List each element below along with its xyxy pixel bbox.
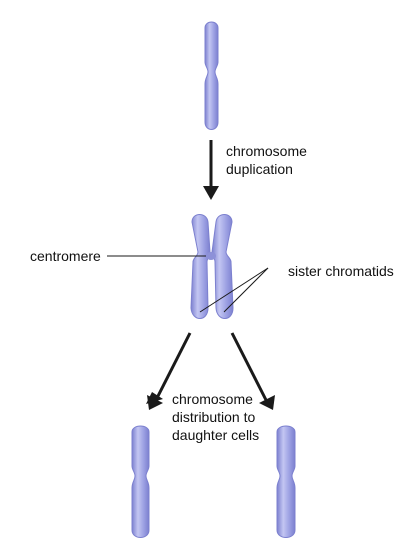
distribution-arrows	[146, 332, 275, 410]
single-chromosome-top	[204, 21, 219, 130]
chromatid-leader-right	[223, 267, 269, 313]
duplication-label: chromosome duplication	[226, 142, 307, 178]
duplication-arrow	[203, 140, 219, 200]
leader-lines	[107, 255, 269, 313]
daughter-chromosome-right	[276, 425, 296, 538]
duplication-label-line-2: duplication	[226, 161, 293, 177]
sister-chromatid-right	[211, 214, 234, 319]
sister-chromatids-label: sister chromatids	[288, 263, 394, 279]
distribution-label-line-2: distribution to	[172, 409, 256, 425]
centromere-label: centromere	[30, 248, 101, 264]
duplicated-chromosome	[190, 214, 234, 319]
distribution-label: chromosome distribution to daughter cell…	[172, 390, 259, 444]
distribution-label-line-3: daughter cells	[172, 427, 260, 443]
centromere-point	[206, 252, 216, 260]
duplication-label-line-1: chromosome	[226, 143, 307, 159]
sister-chromatid-left	[190, 214, 211, 319]
distribution-label-line-1: chromosome	[172, 391, 253, 407]
chromatid-leader-left	[199, 267, 269, 313]
daughter-chromosome-left	[131, 425, 150, 538]
